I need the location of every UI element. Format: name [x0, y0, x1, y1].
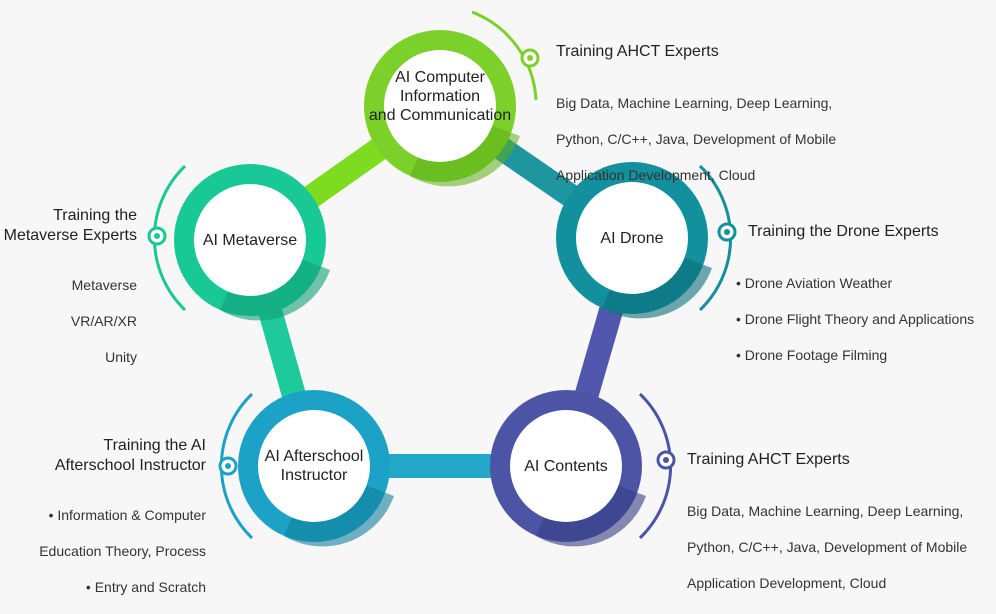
info-title-ict: Training AHCT Experts — [556, 43, 719, 60]
info-line: Metaverse — [71, 277, 137, 293]
metaverse-arc-marker — [147, 164, 187, 312]
node-contents — [490, 390, 646, 547]
pentagon-diagram — [147, 10, 737, 547]
info-line: • Drone Flight Theory and Applications — [736, 311, 975, 327]
info-line: Unity — [105, 349, 137, 365]
node-label-afterschool: AI Afterschool Instructor — [264, 448, 364, 484]
info-line: Big Data, Machine Learning, Deep Learnin… — [556, 95, 833, 111]
contents-arc-marker — [638, 392, 676, 540]
info-line: VR/AR/XR — [70, 313, 137, 329]
node-label-drone: AI Drone — [600, 229, 664, 247]
info-body-drone: • Drone Aviation Weather • Drone Flight … — [736, 256, 974, 382]
drone-arc-marker — [698, 164, 737, 312]
afterschool-arc-marker — [218, 392, 254, 540]
info-line: Big Data, Machine Learning, Deep Learnin… — [687, 503, 964, 519]
node-ict — [364, 30, 520, 187]
node-label-metaverse: AI Metaverse — [202, 231, 298, 249]
info-title-drone: Training the Drone Experts — [748, 223, 939, 240]
info-line: Python, C/C++, Java, Development of Mobi… — [687, 539, 968, 555]
info-title-metaverse: Training the Metaverse Experts — [3, 207, 137, 244]
info-line: • Drone Footage Filming — [736, 347, 888, 363]
node-label-ict: AI Computer Information and Communicatio… — [368, 68, 512, 124]
ict-arc-marker — [471, 10, 540, 101]
node-label-contents: AI Contents — [524, 457, 608, 475]
info-line: • Entry and Scratch — [85, 579, 206, 595]
info-line: • Drone Aviation Weather — [736, 275, 893, 291]
info-line: Python, C/C++, Java, Development of Mobi… — [556, 131, 837, 147]
info-line: Education Theory, Process — [39, 543, 206, 559]
info-title-contents: Training AHCT Experts — [687, 451, 850, 468]
info-body-ict: Big Data, Machine Learning, Deep Learnin… — [556, 76, 836, 202]
info-body-afterschool: • Information & Computer Education Theor… — [39, 488, 206, 614]
node-afterschool — [238, 390, 394, 547]
info-title-afterschool: Training the AI Afterschool Instructor — [54, 437, 206, 474]
node-drone — [556, 162, 712, 319]
info-line: Application Development, Cloud — [556, 167, 756, 183]
info-body-metaverse: Metaverse VR/AR/XR Unity — [71, 258, 137, 384]
node-metaverse — [174, 164, 330, 321]
info-line: • Information & Computer — [48, 507, 206, 523]
info-line: Application Development, Cloud — [687, 575, 887, 591]
info-body-contents: Big Data, Machine Learning, Deep Learnin… — [687, 484, 967, 610]
